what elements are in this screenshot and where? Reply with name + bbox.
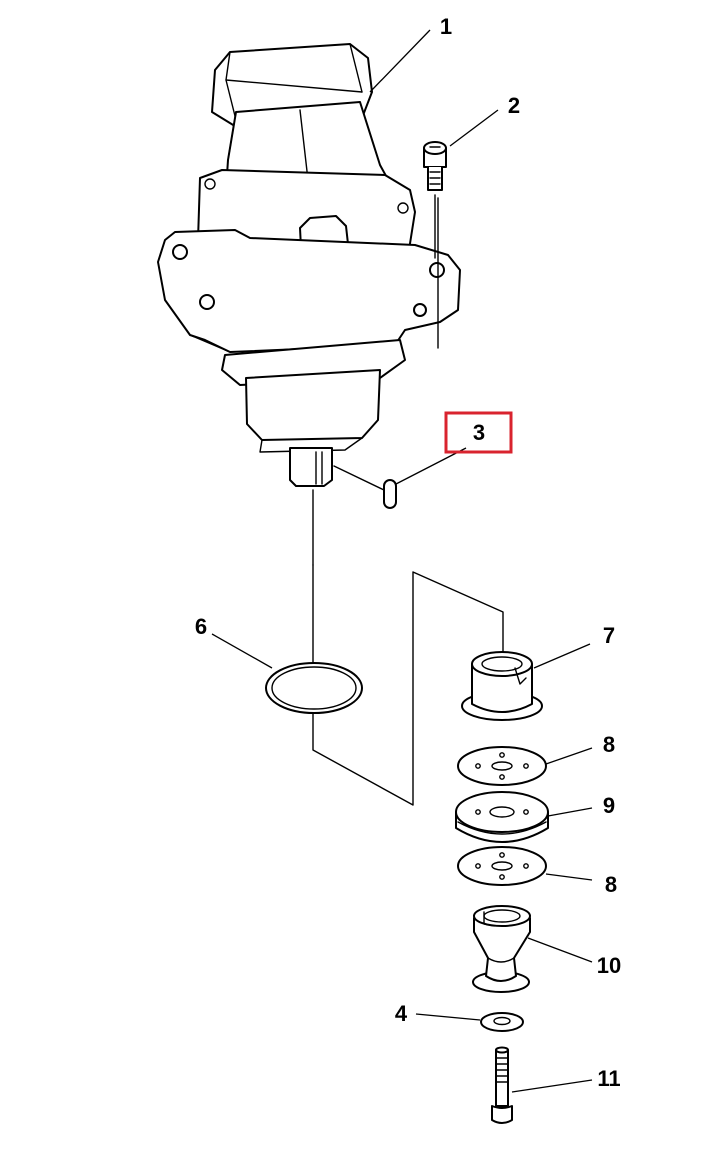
- callout-label-4: 4: [395, 1001, 408, 1026]
- callout-label-6: 6: [195, 614, 207, 639]
- o-ring-part-6: [265, 662, 363, 714]
- coupling-hub-part-7: [461, 651, 543, 721]
- callout-label-10: 10: [597, 953, 621, 978]
- callout-label-11: 11: [597, 1066, 620, 1091]
- callout-label-9: 9: [603, 793, 615, 818]
- leader-lines: [211, 29, 593, 1093]
- callout-label-3: 3: [473, 420, 485, 445]
- assembly-leader-line: [312, 564, 504, 806]
- drive-hub-part-10: [472, 905, 531, 993]
- spacer-washer-part-8-upper: [457, 746, 547, 786]
- washer-part-4: [480, 1012, 524, 1032]
- bolt-part-11: [491, 1046, 513, 1124]
- cap-screw-part-2: [423, 141, 447, 259]
- callout-label-2: 2: [508, 93, 520, 118]
- shaft-key-part-3: [333, 465, 397, 509]
- callout-label-7: 7: [603, 623, 615, 648]
- callout-label-8-upper: 8: [603, 732, 615, 757]
- hydraulic-motor: [157, 43, 461, 487]
- elastomer-element-part-9: [455, 791, 549, 843]
- spacer-washer-part-8-lower: [457, 846, 547, 886]
- callout-3-highlight-box: [444, 411, 513, 454]
- callout-label-8-lower: 8: [605, 872, 617, 897]
- callout-label-1: 1: [440, 14, 452, 39]
